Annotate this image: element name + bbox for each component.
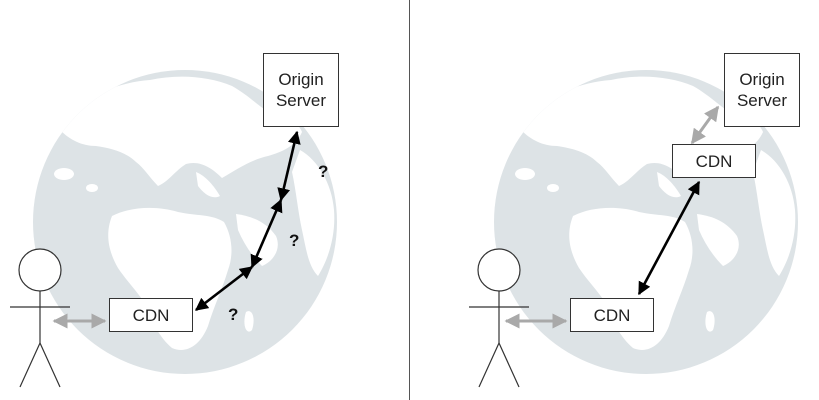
- unknown-hop-mark: ?: [289, 231, 300, 250]
- origin-server-box: Origin Server: [724, 53, 800, 127]
- user-head-icon: [18, 248, 62, 292]
- left-panel: Origin Server CDN ? ? ?: [0, 0, 409, 400]
- right-panel: Origin Server CDN CDN: [410, 0, 819, 400]
- hop-arrow-2: [250, 198, 283, 269]
- user-figure: [10, 248, 70, 388]
- multi-hop-route: [194, 130, 301, 312]
- hop-arrow-1: [194, 265, 254, 312]
- left-panel-graphics: [10, 70, 337, 388]
- unknown-hop-mark: ?: [318, 162, 329, 181]
- cdn-backbone-arrow: [637, 180, 701, 296]
- user-figure: [469, 248, 529, 388]
- cdn-near-origin-box: CDN: [672, 144, 756, 178]
- origin-server-box: Origin Server: [263, 53, 339, 127]
- panel-divider: [409, 0, 410, 400]
- cdn-box: CDN: [109, 298, 193, 332]
- unknown-hop-mark: ?: [228, 305, 239, 324]
- cdn-origin-arrow: [690, 105, 720, 145]
- cdn-near-user-box: CDN: [570, 298, 654, 332]
- user-head-icon: [477, 248, 521, 292]
- hop-arrow-3: [277, 130, 301, 202]
